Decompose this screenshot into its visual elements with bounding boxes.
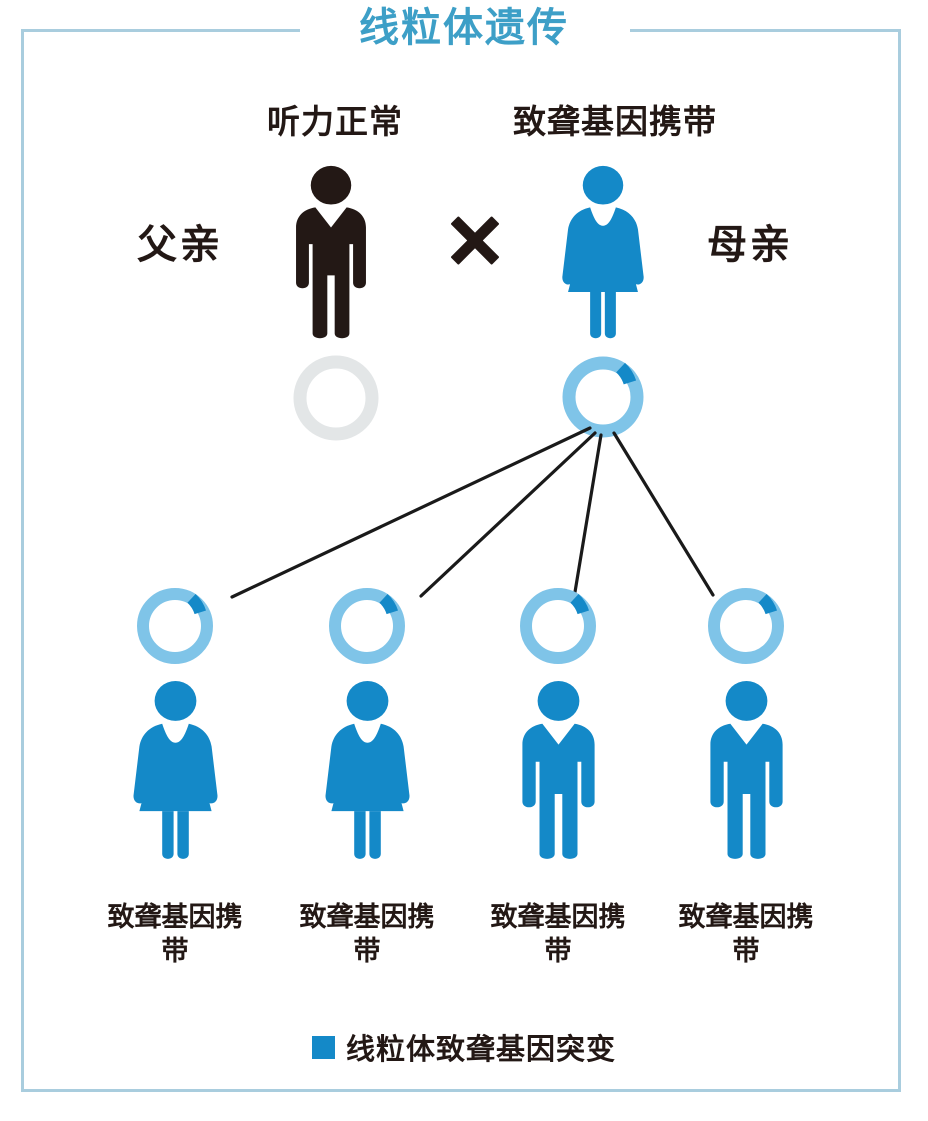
inheritance-connector-lines <box>230 426 715 599</box>
child-4-figure <box>710 680 783 859</box>
child-4-label: 致聋基因携带 <box>678 902 814 966</box>
connector-mother-child4 <box>612 431 715 597</box>
page-title: 线粒体遗传 <box>359 6 569 50</box>
father-name-label: 父亲 <box>137 223 223 267</box>
connector-mother-child1 <box>230 426 592 599</box>
child-2-figure <box>325 680 410 859</box>
legend-swatch-mutation <box>311 1035 335 1059</box>
child-3-label: 致聋基因携带 <box>490 902 626 966</box>
father-status-label: 听力正常 <box>267 103 403 140</box>
frame-title-gap <box>300 16 630 44</box>
child-2-label: 致聋基因携带 <box>299 902 435 966</box>
mother-figure <box>562 165 644 339</box>
mother-status-label: 致聋基因携带 <box>513 103 717 140</box>
child-1-mitochondria-ring <box>137 588 213 664</box>
connector-mother-child3 <box>573 433 603 594</box>
mother-mitochondria-ring <box>562 356 644 438</box>
child-3-figure <box>522 680 595 859</box>
child-2-mitochondria-ring <box>329 588 405 664</box>
mother-name-label: 母亲 <box>707 223 793 267</box>
legend: 线粒体致聋基因突变 <box>0 1026 928 1068</box>
father-mitochondria-ring <box>293 355 379 441</box>
father-figure <box>296 165 366 339</box>
legend-label-mutation: 线粒体致聋基因突变 <box>345 1034 616 1066</box>
connector-mother-child2 <box>419 431 597 598</box>
child-1-label: 致聋基因携带 <box>107 902 243 966</box>
child-4-mitochondria-ring <box>708 588 784 664</box>
child-3-mitochondria-ring <box>520 588 596 664</box>
child-1-figure <box>133 680 218 859</box>
